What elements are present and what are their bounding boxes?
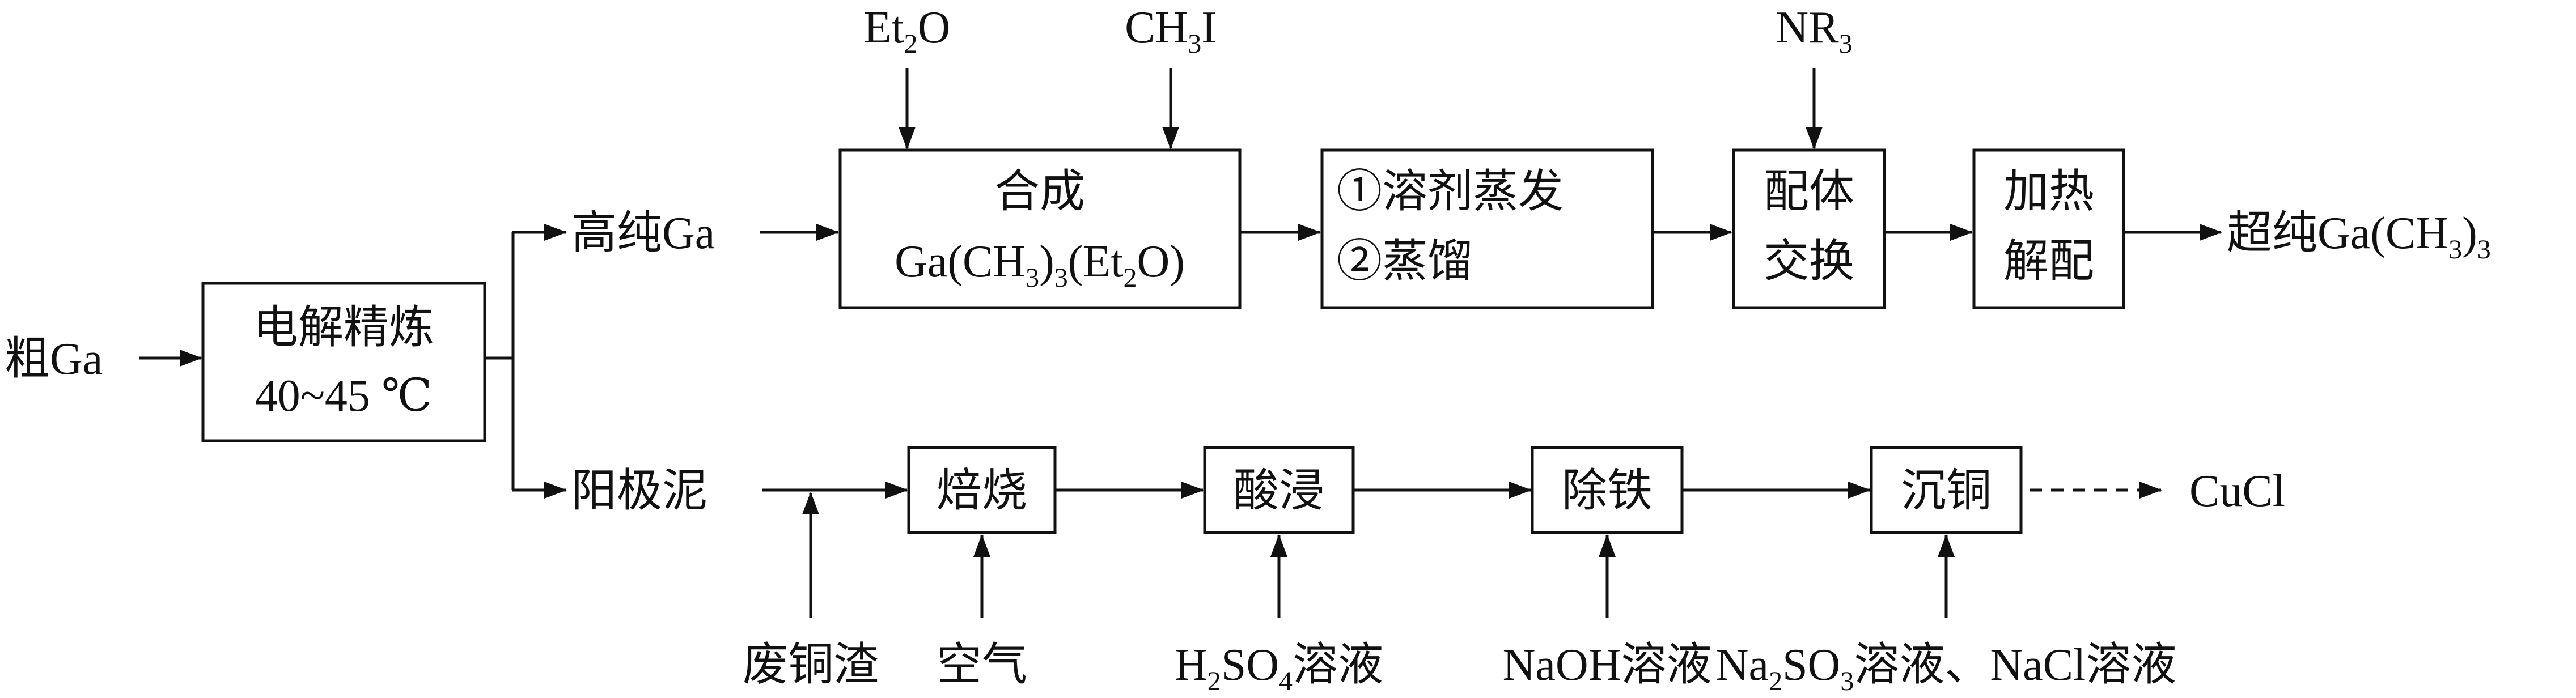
synthesis-box: [838, 148, 1242, 309]
heat-dissociation-label-line2: 解配: [2003, 237, 2094, 287]
ch3i-label: CH3I: [1125, 3, 1217, 59]
ultra-pure-ga-ch3-3-label: 超纯Ga(CH3)3: [2227, 208, 2491, 265]
et2o-label: Et2O: [864, 3, 951, 59]
distillation-label: ②蒸馏: [1337, 237, 1473, 287]
heat-dissociation-label-line1: 加热: [2003, 167, 2094, 217]
na2so3-nacl-solution-label: Na2SO3溶液、NaCl溶液: [1716, 640, 2176, 696]
ligand-exchange-label-line2: 交换: [1764, 237, 1854, 287]
roasting-box: [907, 446, 1057, 534]
h2so4-solution-label: H2SO4溶液: [1175, 640, 1383, 696]
electrolytic-refining-box: [201, 282, 486, 442]
iron-removal-label: 除铁: [1562, 466, 1653, 516]
roasting-label: 焙烧: [937, 466, 1027, 516]
electrolytic-refining-label: 电解精炼: [253, 303, 434, 353]
ligand-exchange-label-line1: 配体: [1764, 167, 1854, 217]
crude-ga-label: 粗Ga: [5, 334, 103, 384]
refining-temperature-label: 40~45 ℃: [255, 371, 433, 421]
iron-removal-box: [1531, 446, 1684, 534]
acid-leaching-box: [1203, 446, 1355, 534]
synthesis-label: 合成: [994, 167, 1085, 217]
heat-dissociation-box: [1972, 148, 2125, 309]
cucl-label: CuCl: [2189, 466, 2285, 516]
copper-precipitation-label: 沉铜: [1901, 466, 1992, 516]
nr3-label: NR3: [1776, 3, 1852, 59]
solvent-evaporation-label: ①溶剂蒸发: [1337, 167, 1564, 217]
waste-copper-slag-label: 废铜渣: [743, 640, 879, 690]
anode-slime-label: 阳极泥: [571, 466, 707, 516]
naoh-solution-label: NaOH溶液: [1503, 640, 1712, 690]
acid-leaching-label: 酸浸: [1234, 466, 1324, 516]
evaporation-distillation-box: [1320, 148, 1654, 309]
high-purity-ga-label: 高纯Ga: [571, 208, 715, 258]
copper-precipitation-box: [1870, 446, 2023, 534]
synthesis-product-formula: Ga(CH3)3(Et2O): [895, 237, 1185, 293]
ligand-exchange-box: [1732, 148, 1886, 309]
air-label: 空气: [937, 640, 1027, 690]
